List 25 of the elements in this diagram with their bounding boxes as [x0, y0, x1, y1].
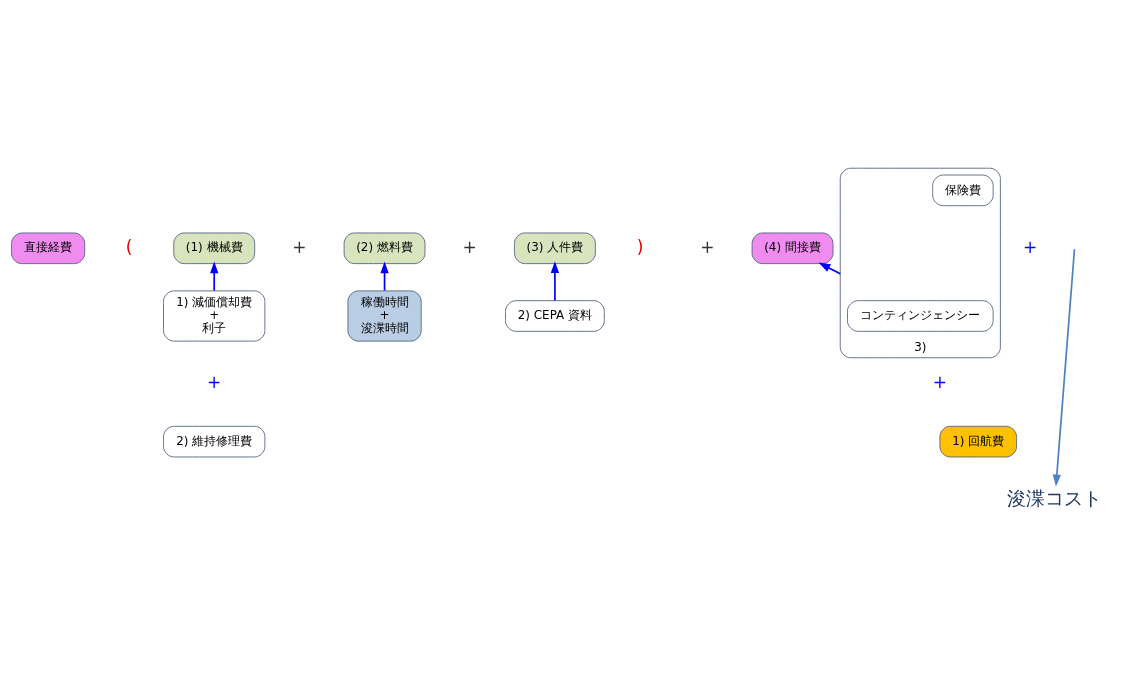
arrow	[550, 260, 560, 301]
node-box: 2) CEPA 資料	[505, 299, 605, 332]
label: +	[932, 371, 948, 392]
label: )	[636, 236, 644, 257]
node-box: 1) 減価償却費 + 利子	[163, 289, 266, 342]
node-box: 1) 回航費	[939, 425, 1017, 457]
arrow	[1052, 247, 1076, 486]
node-box: (3) 人件費	[514, 232, 596, 264]
arrow	[210, 260, 219, 291]
node-box: コンティンジェンシー	[847, 299, 994, 332]
node-box: (1) 機械費	[173, 232, 256, 264]
label: +	[462, 236, 477, 257]
node-box: (2) 燃料費	[343, 232, 426, 264]
label: (	[125, 236, 133, 257]
node-box: 直接経費	[11, 232, 86, 264]
label: +	[207, 371, 222, 392]
node-box: 2) 維持修理費	[163, 425, 266, 457]
node-box: 保険費	[932, 174, 994, 206]
label: +	[700, 236, 715, 257]
arrow	[818, 262, 842, 275]
label: +	[1023, 236, 1038, 257]
node-box: 稼働時間 + 浚渫時間	[347, 289, 422, 342]
node-text: 浚渫コスト	[1007, 487, 1103, 509]
label: +	[292, 236, 307, 257]
node-box: (4) 間接費	[751, 232, 834, 264]
